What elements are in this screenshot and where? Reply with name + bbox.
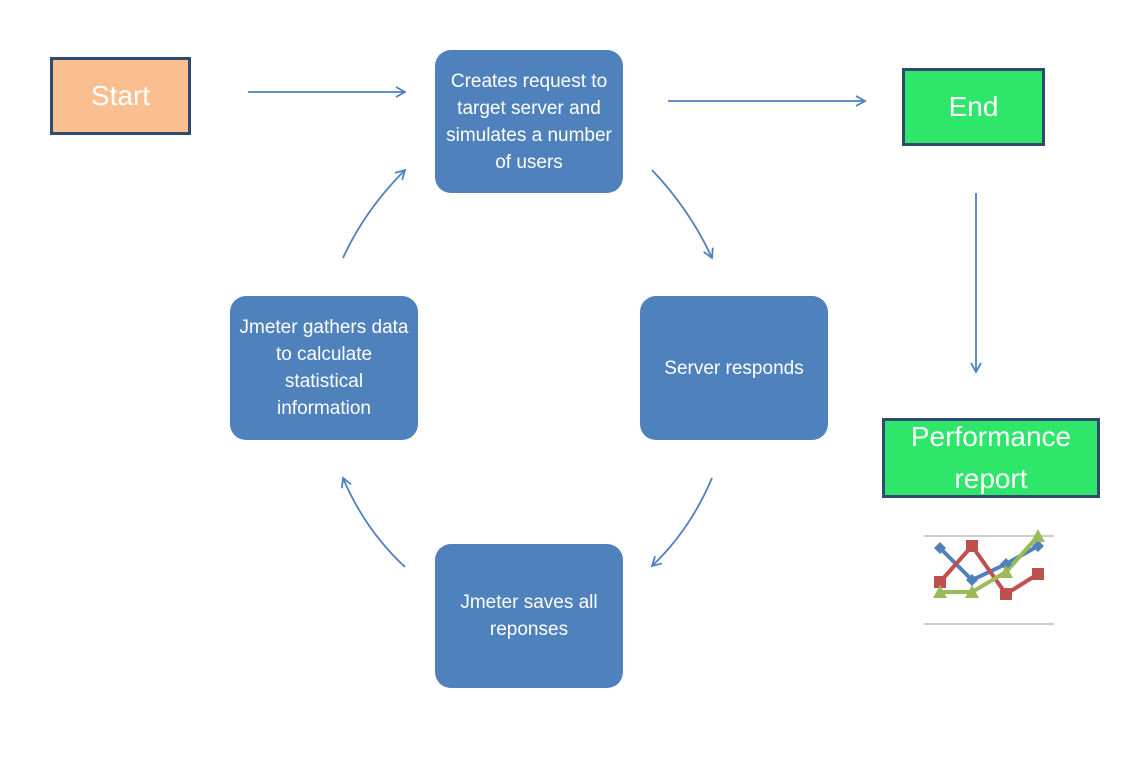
server-responds-node: Server responds <box>640 296 828 440</box>
start-node: Start <box>50 57 191 135</box>
performance-report-label: Performance report <box>910 421 1072 494</box>
save-responses-label: Jmeter saves all reponses <box>460 592 598 640</box>
arrow-gather-to-request <box>342 168 407 259</box>
line-chart-icon <box>924 529 1054 625</box>
create-request-node: Creates request to target server and sim… <box>435 50 623 193</box>
arrow-server-to-save <box>650 477 713 568</box>
gather-data-label: Jmeter gathers data to calculate statist… <box>239 317 409 419</box>
end-label: End <box>948 91 999 122</box>
gather-data-node: Jmeter gathers data to calculate statist… <box>230 296 418 440</box>
performance-report-node: Performance report <box>882 418 1100 498</box>
server-responds-label: Server responds <box>664 357 804 379</box>
arrow-save-to-gather <box>341 476 406 568</box>
start-label: Start <box>90 80 151 111</box>
save-responses-node: Jmeter saves all reponses <box>435 544 623 688</box>
arrow-request-to-server <box>651 169 714 260</box>
end-node: End <box>902 68 1045 146</box>
create-request-label: Creates request to target server and sim… <box>446 70 612 173</box>
